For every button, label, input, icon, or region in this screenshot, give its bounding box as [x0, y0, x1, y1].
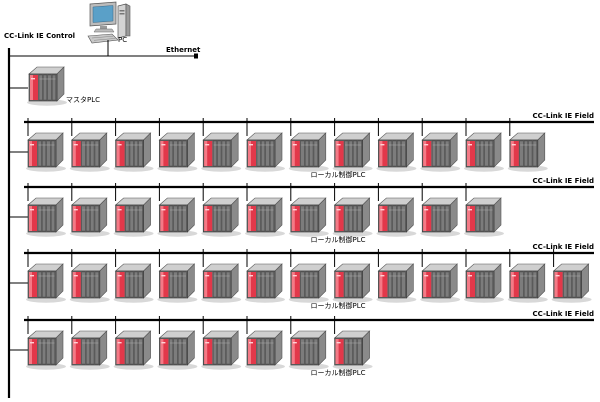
- field-network-1: CC-Link IE Field ローカル制御PLC: [9, 112, 594, 179]
- local-plc-label: ローカル制御PLC: [310, 301, 365, 310]
- local-plc-icon: [244, 197, 286, 238]
- field-network-label: CC-Link IE Field: [533, 112, 594, 120]
- local-plc-icon: [156, 197, 198, 238]
- local-plc-icon: [332, 330, 374, 371]
- backbone-label: CC-Link IE Control: [4, 32, 75, 40]
- local-plc-icon: [507, 132, 549, 173]
- local-plc-icon: [375, 263, 417, 304]
- local-plc-icon: [25, 263, 67, 304]
- local-plc-icon: [419, 263, 461, 304]
- local-plc-icon: [200, 330, 242, 371]
- local-plc-icon: [113, 197, 155, 238]
- field-network-3: CC-Link IE Field ローカル制御PLC: [9, 243, 594, 310]
- local-plc-icon: [332, 263, 374, 304]
- local-plc-icon: [25, 132, 67, 173]
- local-plc-icon: [244, 330, 286, 371]
- local-plc-icon: [69, 330, 111, 371]
- local-plc-icon: [375, 132, 417, 173]
- ethernet-end-marker: [194, 53, 198, 59]
- local-plc-icon: [69, 263, 111, 304]
- field-network-2: CC-Link IE Field ローカル制御PLC: [9, 177, 594, 244]
- local-plc-icon: [463, 263, 505, 304]
- local-plc-icon: [419, 132, 461, 173]
- field-network-label: CC-Link IE Field: [533, 177, 594, 185]
- master-plc-icon: [26, 66, 68, 107]
- local-plc-icon: [288, 330, 330, 371]
- local-plc-icon: [156, 263, 198, 304]
- local-plc-icon: [200, 132, 242, 173]
- local-plc-label: ローカル制御PLC: [310, 170, 365, 179]
- pc-label: PC: [118, 36, 127, 44]
- local-plc-icon: [25, 197, 67, 238]
- field-network-4: CC-Link IE Field ローカル制御PLC: [9, 310, 594, 377]
- local-plc-icon: [332, 132, 374, 173]
- local-plc-icon: [200, 197, 242, 238]
- local-plc-icon: [244, 263, 286, 304]
- local-plc-icon: [288, 197, 330, 238]
- local-plc-icon: [113, 263, 155, 304]
- local-plc-icon: [25, 330, 67, 371]
- local-plc-icon: [69, 132, 111, 173]
- field-network-label: CC-Link IE Field: [533, 243, 594, 251]
- local-plc-icon: [244, 132, 286, 173]
- local-plc-icon: [507, 263, 549, 304]
- master-plc-label: マスタPLC: [66, 95, 100, 104]
- local-plc-icon: [69, 197, 111, 238]
- local-plc-label: ローカル制御PLC: [310, 368, 365, 377]
- local-plc-icon: [113, 132, 155, 173]
- local-plc-icon: [463, 132, 505, 173]
- local-plc-icon: [156, 330, 198, 371]
- local-plc-icon: [288, 132, 330, 173]
- local-plc-icon: [551, 263, 593, 304]
- local-plc-icon: [419, 197, 461, 238]
- local-plc-icon: [375, 197, 417, 238]
- local-plc-icon: [288, 263, 330, 304]
- ethernet-label: Ethernet: [166, 46, 201, 54]
- local-plc-icon: [200, 263, 242, 304]
- local-plc-icon: [113, 330, 155, 371]
- local-plc-icon: [463, 197, 505, 238]
- local-plc-icon: [332, 197, 374, 238]
- field-network-label: CC-Link IE Field: [533, 310, 594, 318]
- local-plc-icon: [156, 132, 198, 173]
- local-plc-label: ローカル制御PLC: [310, 235, 365, 244]
